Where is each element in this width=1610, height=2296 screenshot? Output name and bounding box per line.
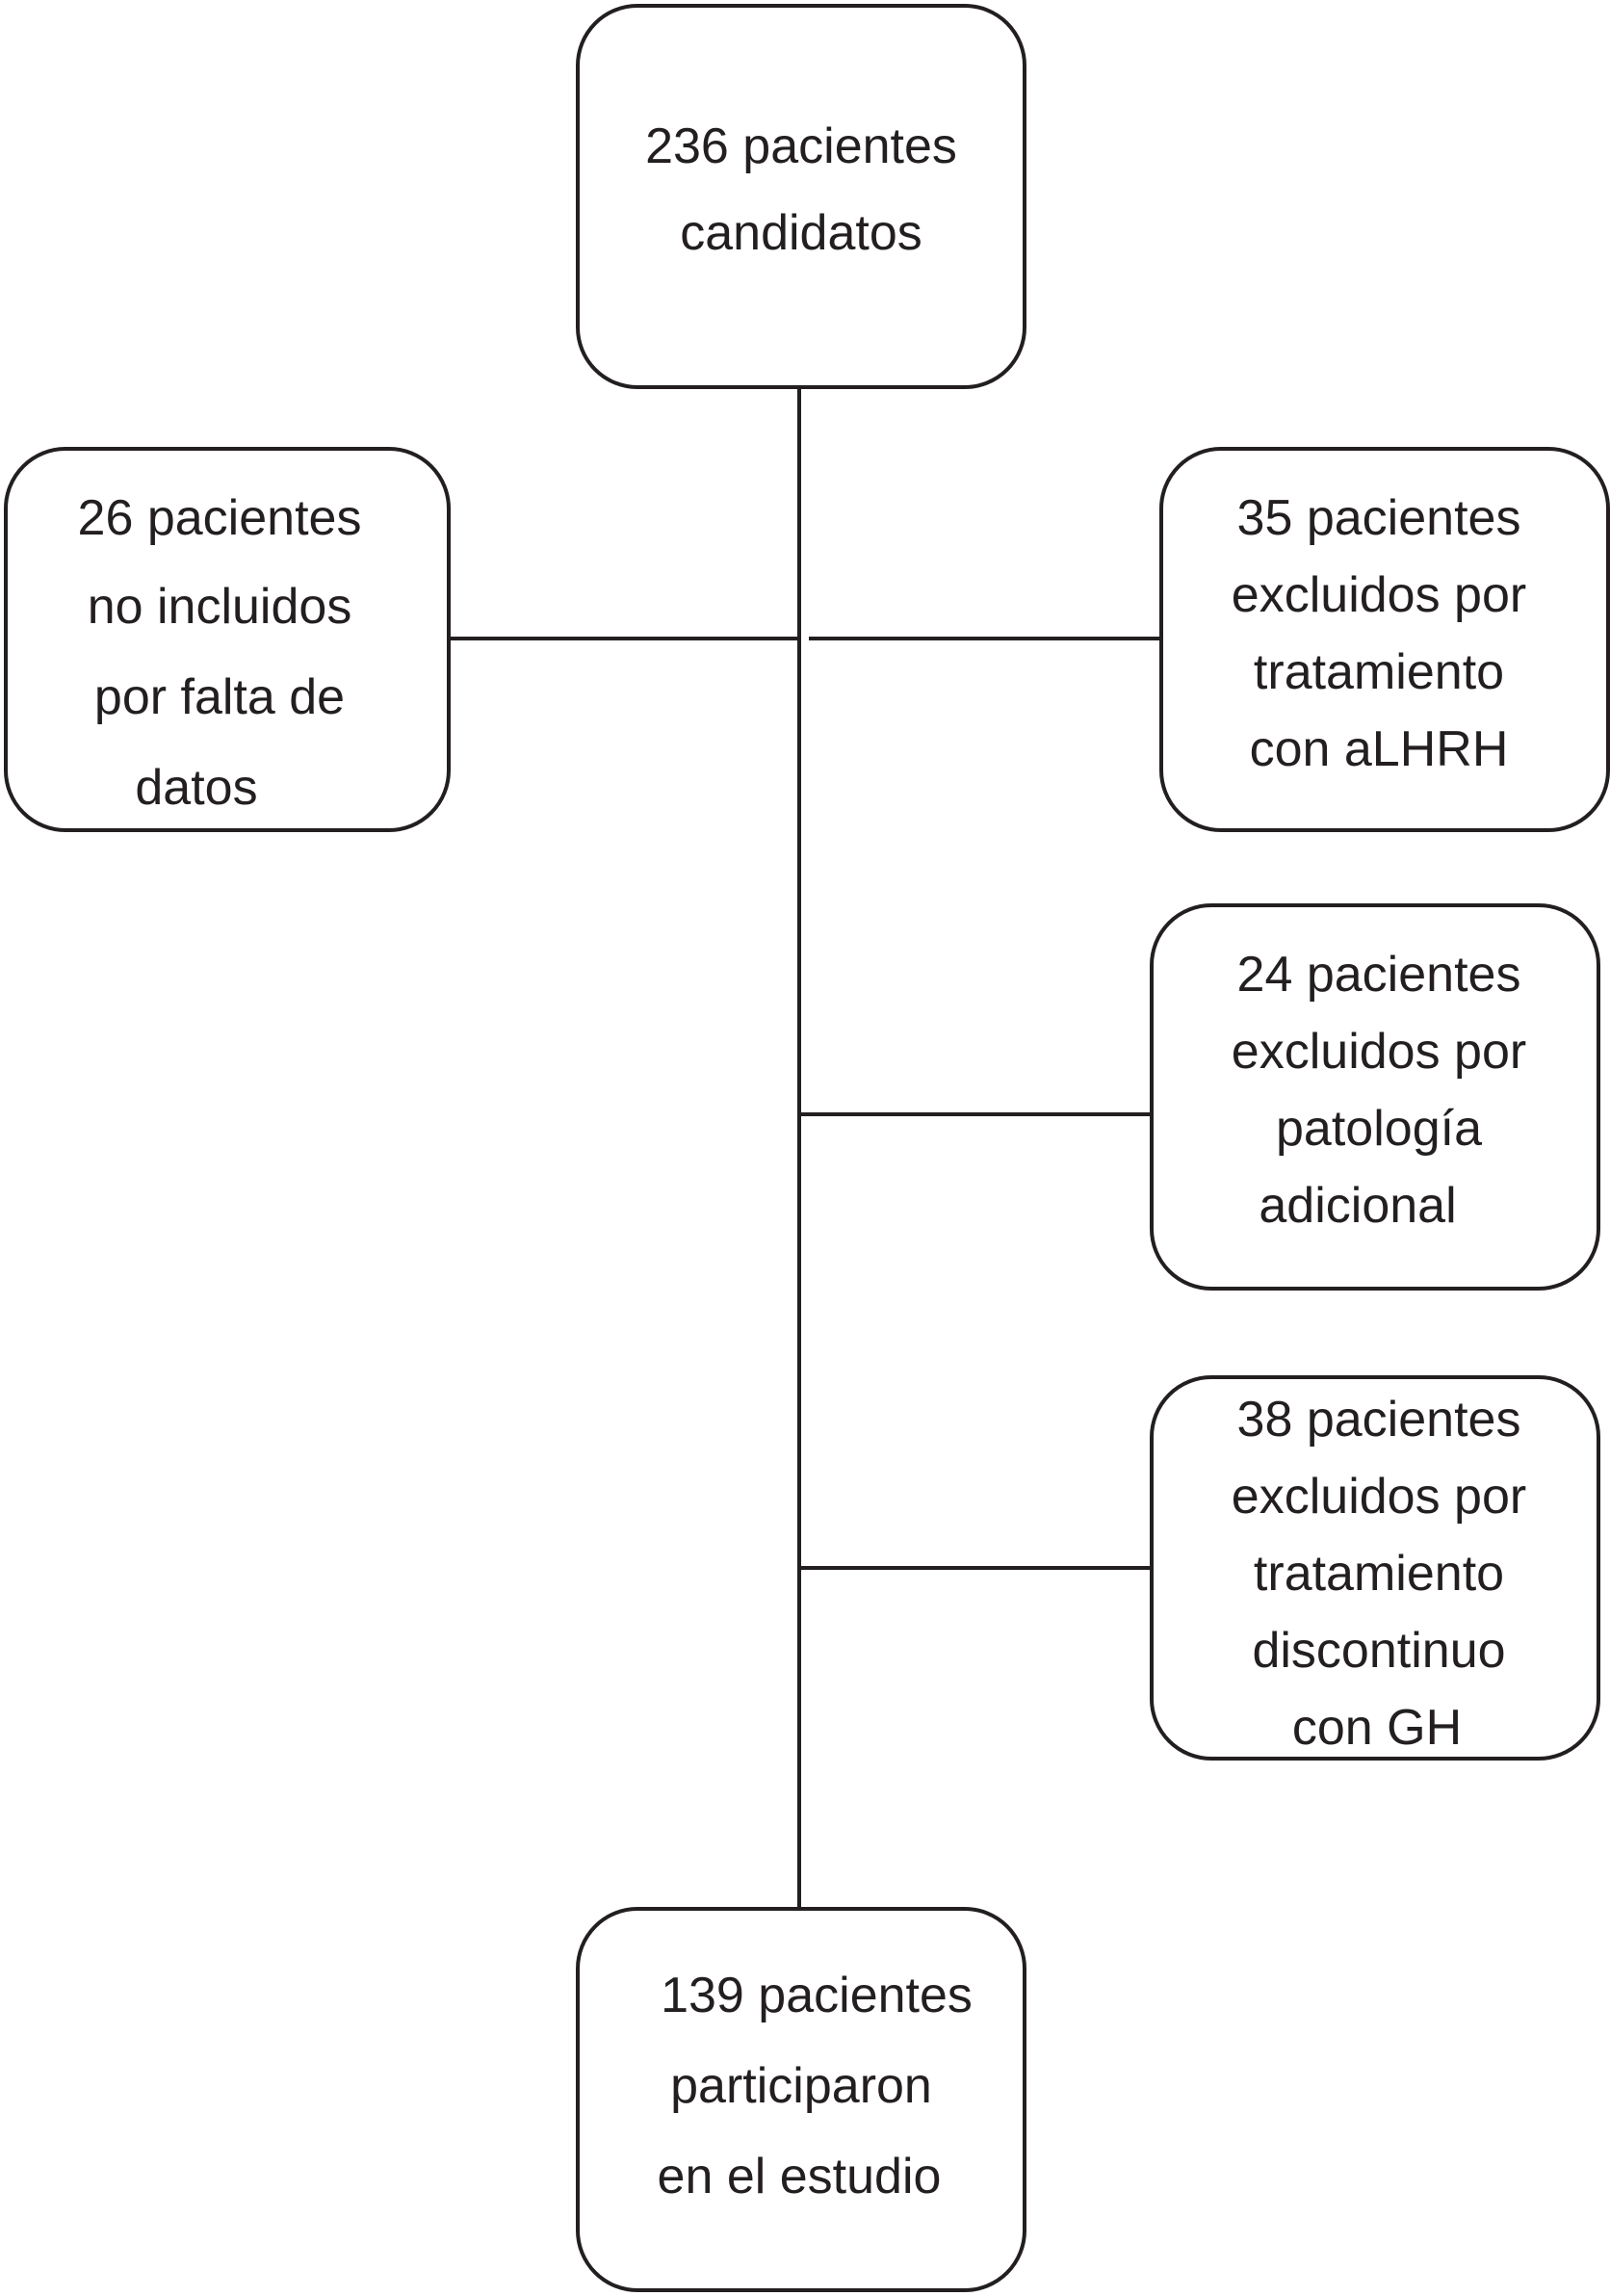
- box-participants-line-3: en el estudio: [657, 2149, 942, 2205]
- box-excluded-pathology-line-4: adicional: [1259, 1178, 1457, 1234]
- box-excluded-gh-line-5: con GH: [1291, 1700, 1463, 1756]
- box-excluded-pathology: 24 pacientes excluidos por patología adi…: [1150, 903, 1600, 1291]
- box-not-included-line-4: datos: [135, 760, 258, 816]
- box-excluded-alhrh-line-3: tratamiento: [1253, 644, 1505, 700]
- box-not-included: 26 pacientes no incluidos por falta de d…: [4, 447, 451, 832]
- box-excluded-pathology-line-3: patología: [1276, 1101, 1482, 1157]
- box-excluded-gh-line-3: tratamiento: [1253, 1546, 1505, 1602]
- box-excluded-pathology-line-2: excluidos por: [1231, 1024, 1527, 1080]
- box-excluded-gh-line-2: excluidos por: [1231, 1469, 1527, 1525]
- box-excluded-gh-line-4: discontinuo: [1252, 1623, 1506, 1679]
- box-candidates-line-2: candidatos: [680, 205, 922, 261]
- box-not-included-line-3: por falta de: [93, 669, 346, 725]
- box-not-included-line-2: no incluidos: [87, 579, 352, 635]
- box-participants-line-2: participaron: [670, 2058, 932, 2114]
- box-excluded-alhrh-line-4: con aLHRH: [1249, 721, 1509, 777]
- box-candidates: 236 pacientes candidatos: [576, 4, 1026, 389]
- box-excluded-pathology-line-1: 24 pacientes: [1236, 947, 1521, 1003]
- box-not-included-line-1: 26 pacientes: [77, 490, 362, 546]
- box-excluded-discontinuous-gh: 38 pacientes excluidos por tratamiento d…: [1150, 1375, 1600, 1761]
- box-excluded-gh-line-1: 38 pacientes: [1236, 1392, 1521, 1448]
- box-participants: 139 pacientes participaron en el estudio: [576, 1907, 1026, 2292]
- box-excluded-alhrh-line-1: 35 pacientes: [1236, 490, 1521, 546]
- box-excluded-alhrh: 35 pacientes excluidos por tratamiento c…: [1159, 447, 1610, 832]
- box-participants-line-1: 139 pacientes: [661, 1968, 973, 2023]
- box-candidates-line-1: 236 pacientes: [645, 118, 957, 174]
- box-excluded-alhrh-line-2: excluidos por: [1231, 567, 1527, 623]
